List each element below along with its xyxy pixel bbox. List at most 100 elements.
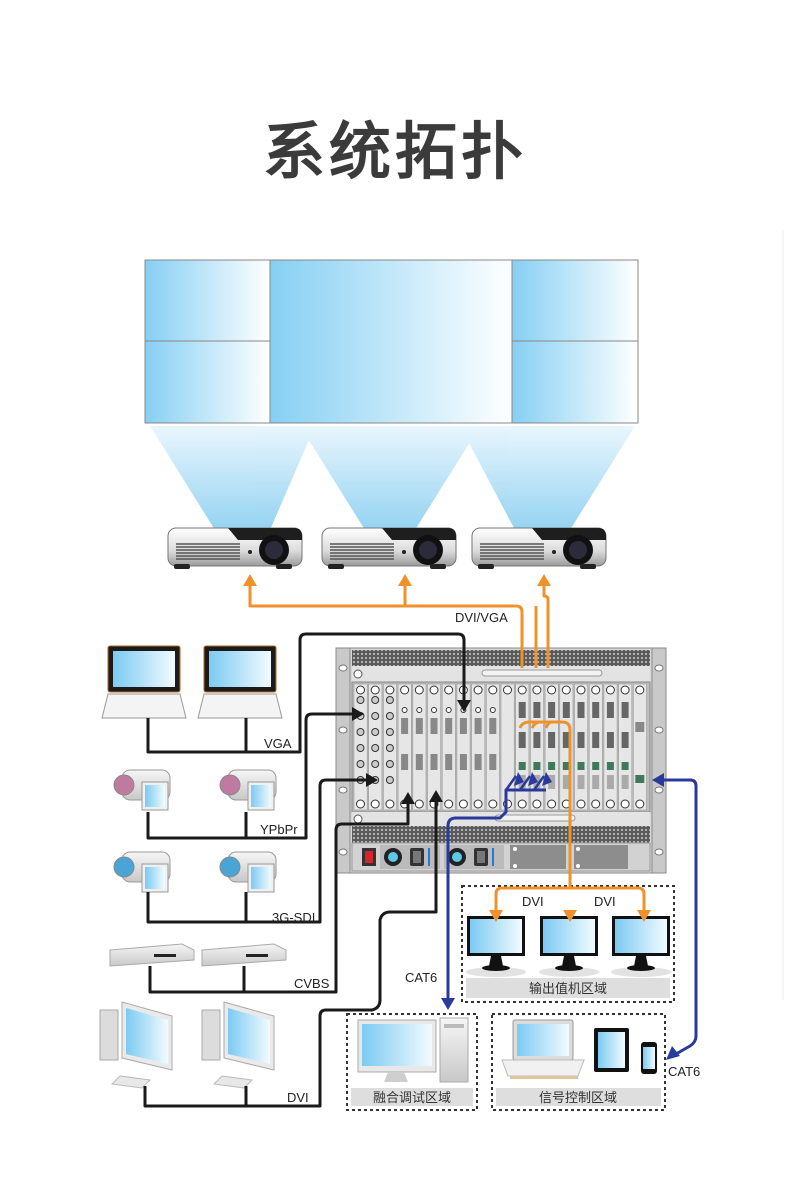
video-wall (144, 259, 639, 424)
card-screw-icon (414, 799, 424, 809)
page-title: 系统拓扑 (262, 115, 527, 188)
projector-3 (471, 527, 607, 569)
io-card (441, 683, 456, 811)
port (489, 707, 496, 713)
dvd-player-body (201, 943, 287, 967)
rj45-port (592, 762, 600, 770)
output-monitor-zone: 输出值机区域 (461, 885, 675, 1003)
source-camcorder-ypbpr-1 (113, 769, 171, 811)
bnc-port (385, 728, 394, 736)
io-card (618, 683, 633, 811)
card-face (485, 683, 500, 811)
io-card (485, 683, 500, 811)
cable-dvi-output-tap (530, 720, 541, 729)
bnc-port (385, 712, 394, 720)
wall-panel-left-bottom (144, 340, 271, 424)
vga-port (459, 754, 467, 770)
laptop-screen (209, 651, 271, 687)
port (445, 707, 452, 713)
rack-ear-right (651, 647, 667, 874)
vga-port (489, 754, 497, 770)
db9-port (592, 775, 600, 789)
dvi-port (518, 702, 526, 718)
projector-foot (174, 564, 190, 569)
source-laptop-1 (101, 645, 187, 719)
card-screw-icon (635, 685, 645, 695)
card-screw-icon (547, 799, 557, 809)
wall-panel-center (269, 259, 513, 424)
output-monitor-3 (611, 916, 671, 977)
port (416, 707, 423, 713)
label-3g-sdi: 3G-SDI (272, 910, 315, 925)
wall-panel-right-bottom (511, 340, 639, 424)
arrow-down-icon (637, 910, 651, 922)
cable-cat6-branch (504, 775, 518, 791)
card-screw-icon (400, 685, 410, 695)
card-screw-icon (561, 685, 571, 695)
rj45-port (606, 762, 614, 770)
card-screw-icon (635, 799, 645, 809)
io-card (383, 683, 397, 811)
io-card (397, 683, 412, 811)
monitor-stand (634, 956, 648, 966)
port (475, 707, 482, 713)
wall-panel-left-top (144, 259, 271, 342)
io-card (412, 683, 427, 811)
source-camcorder-sdi-1 (113, 851, 171, 893)
laptop-screen (113, 651, 175, 687)
dvi-port (533, 732, 541, 748)
pc-tower (99, 1009, 119, 1061)
card-face (412, 683, 427, 811)
bnc-port (385, 744, 394, 752)
arrow-up-icon (398, 574, 412, 586)
blend-debug-zone: 融合调试区域 (346, 1013, 478, 1111)
camcorder-lens-icon (113, 774, 135, 796)
port (401, 707, 408, 713)
arrow-up-icon (429, 790, 443, 802)
dvi-port (606, 732, 614, 748)
source-camcorder-sdi-2 (219, 851, 277, 893)
monitor-base (627, 965, 655, 971)
db9-port (621, 775, 629, 789)
label-vga: VGA (264, 736, 292, 751)
card-screw-icon (532, 685, 542, 695)
cable-cat6-branch (532, 775, 546, 791)
dvi-port (548, 732, 556, 748)
cable-dvi-vga-projector-1 (248, 584, 524, 668)
io-card (500, 683, 515, 811)
bnc-port (385, 760, 394, 768)
cable-dvi-output-trunk (518, 720, 572, 888)
cable-cat6-branch (518, 775, 532, 791)
monitor-base (482, 965, 510, 971)
rj45-port (548, 762, 556, 770)
rj45-port (518, 762, 526, 770)
bnc-port (385, 776, 394, 784)
vga-port (401, 754, 409, 770)
db9-port (577, 775, 585, 789)
indicator-icon (402, 550, 406, 554)
bnc-port (356, 696, 365, 704)
vga-port (401, 718, 409, 734)
card-screw-icon (356, 685, 365, 695)
control-port (635, 722, 645, 732)
dvi-port (621, 702, 629, 718)
card-screw-icon (503, 685, 512, 695)
source-camcorder-ypbpr-2 (219, 769, 277, 811)
dvi-port (592, 702, 600, 718)
output-monitor-1 (466, 916, 526, 977)
bnc-port (371, 744, 380, 752)
dvi-port (606, 702, 614, 718)
signal-control-zone: 信号控制区域 (491, 1013, 666, 1111)
projector-foot (328, 564, 344, 569)
arrow-left-icon (652, 773, 664, 787)
label-cvbs: CVBS (294, 976, 330, 991)
card-screw-icon (576, 685, 586, 695)
label-ypbpr: YPbPr (260, 822, 298, 837)
card-face (632, 683, 647, 811)
vga-port (415, 718, 423, 734)
projector-foot (580, 564, 596, 569)
label-dvi-in: DVI (287, 1090, 309, 1105)
dvi-port (592, 732, 600, 748)
vga-port (430, 718, 438, 734)
indicator-icon (552, 550, 556, 554)
